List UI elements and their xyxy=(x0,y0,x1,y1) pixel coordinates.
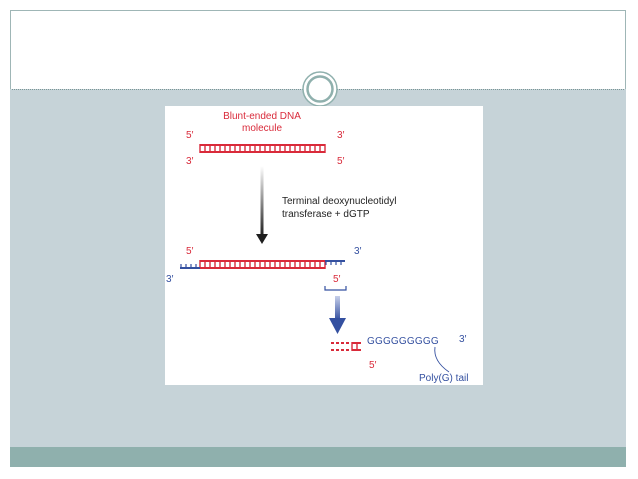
poly-g-tail-left xyxy=(180,264,200,269)
dna-ladder xyxy=(199,260,326,269)
top-strand-left-top-end: 5′ xyxy=(186,130,194,141)
poly-g-tail-pointer xyxy=(434,346,450,373)
zoom-arrow xyxy=(329,296,346,334)
tailed-strand-top-right-end: 3′ xyxy=(354,246,362,257)
poly-g-tail-label: Poly(G) tail xyxy=(419,373,468,384)
tailed-dna-molecule xyxy=(180,260,345,269)
dna-tailing-diagram: Blunt-ended DNA molecule 5′ 3′ 3′ 5′ Ter… xyxy=(166,111,468,384)
double-circle-icon xyxy=(302,71,338,107)
blunt-dna-molecule xyxy=(199,144,326,153)
zoomed-dna-end xyxy=(331,342,361,351)
footer-band xyxy=(10,447,626,467)
zoom-bracket xyxy=(324,286,347,291)
dna-ladder xyxy=(199,144,326,153)
title-divider-left xyxy=(12,89,305,90)
tailed-strand-bottom-left-end: 3′ xyxy=(166,274,174,285)
enzyme-label-line1: Terminal deoxynucleotidyl xyxy=(282,196,397,207)
poly-g-sequence-end: 3′ xyxy=(459,334,467,345)
poly-g-sequence: GGGGGGGGG xyxy=(367,336,439,347)
dna-ladder xyxy=(351,342,361,351)
diagram-title-line1: Blunt-ended DNA xyxy=(223,111,301,122)
tailed-strand-bottom-right-end: 5′ xyxy=(333,274,341,285)
diagram-panel: Blunt-ended DNA molecule 5′ 3′ 3′ 5′ Ter… xyxy=(165,106,483,385)
poly-g-tail-right xyxy=(325,260,345,265)
tailed-strand-top-left-end: 5′ xyxy=(186,246,194,257)
zoom-dashes xyxy=(331,342,349,351)
top-strand-right-bottom-end: 5′ xyxy=(337,156,345,167)
title-divider-right xyxy=(336,89,624,90)
top-strand-right-top-end: 3′ xyxy=(337,130,345,141)
zoomed-bottom-end: 5′ xyxy=(369,360,377,371)
top-strand-left-bottom-end: 3′ xyxy=(186,156,194,167)
enzyme-label-line2: transferase + dGTP xyxy=(282,209,370,220)
diagram-title-line2: molecule xyxy=(242,123,282,134)
reaction-arrow xyxy=(256,166,268,244)
